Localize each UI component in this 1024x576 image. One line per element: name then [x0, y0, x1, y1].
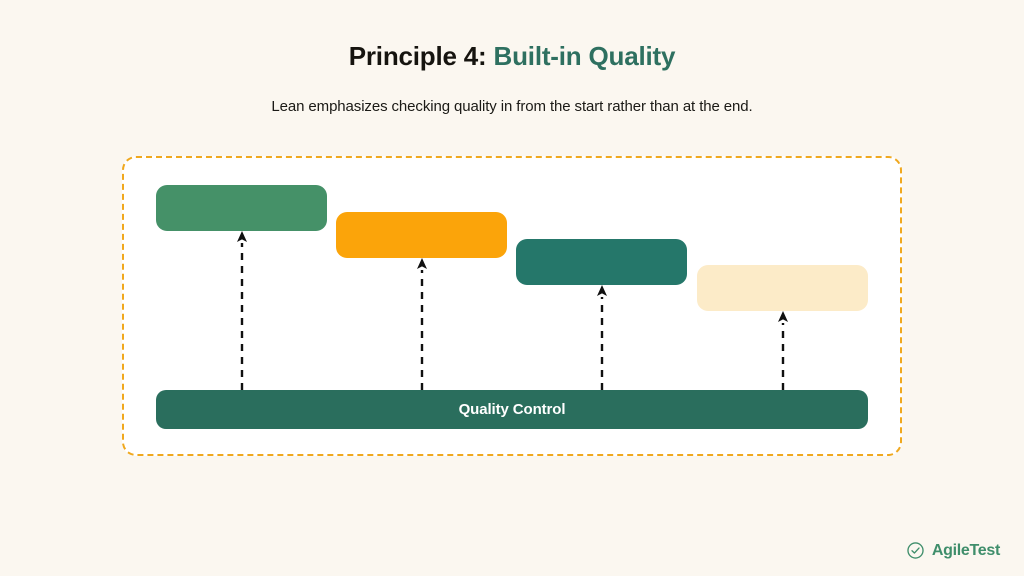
page-title: Principle 4: Built-in Quality	[0, 0, 1024, 73]
page-title-accent: Built-in Quality	[493, 41, 676, 71]
slide-header: Principle 4: Built-in Quality Lean empha…	[0, 0, 1024, 115]
step-box-2	[336, 212, 507, 258]
step-box-1	[156, 185, 327, 231]
check-circle-icon	[906, 541, 925, 560]
page-title-prefix: Principle 4:	[348, 41, 487, 71]
step-box-3	[516, 239, 687, 285]
brand-logo: AgileTest	[906, 541, 1000, 560]
quality-control-label: Quality Control	[458, 401, 566, 418]
arrow-connector-2	[415, 258, 429, 390]
brand-logo-text: AgileTest	[931, 541, 1000, 559]
arrow-connector-1	[235, 231, 249, 390]
step-box-4	[697, 265, 868, 311]
arrow-connector-3	[595, 285, 609, 390]
page-subtitle: Lean emphasizes checking quality in from…	[271, 97, 753, 115]
quality-control-bar: Quality Control	[156, 390, 868, 429]
arrow-connector-4	[776, 311, 790, 390]
